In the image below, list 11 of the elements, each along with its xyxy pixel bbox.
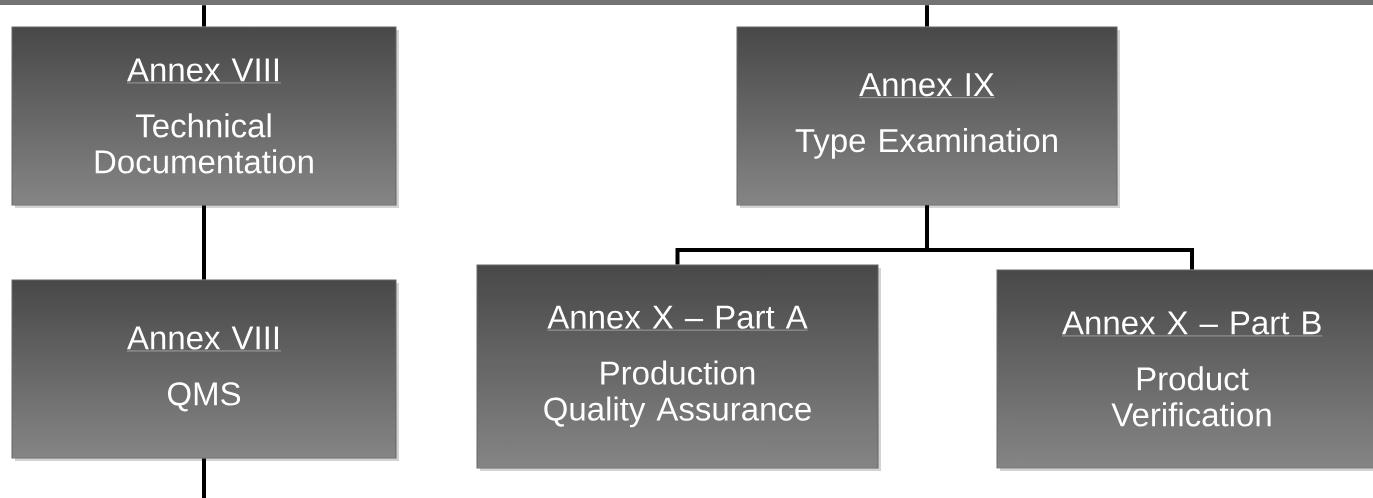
connector-line [925, 5, 929, 27]
connector-line [925, 205, 1194, 270]
annex-box: Annex X – Part B Product Verification [996, 269, 1373, 471]
connector-line [202, 5, 206, 27]
connector-line [202, 205, 206, 280]
header-bar [0, 0, 1373, 5]
annex-box: Annex VIII Technical Documentation [11, 26, 399, 208]
annex-box: Annex IX Type Examination [736, 26, 1120, 208]
connector-line [202, 458, 206, 498]
annex-box: Annex X – Part A Production Quality Assurance [476, 264, 881, 471]
annex-box: Annex VIII QMS [11, 279, 399, 461]
